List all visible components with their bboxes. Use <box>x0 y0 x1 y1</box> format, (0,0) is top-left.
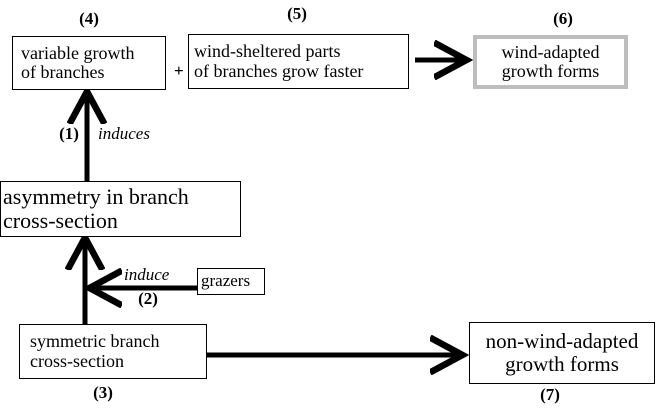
node-text: of branches <box>21 62 105 82</box>
node-text: cross-section <box>3 208 118 233</box>
node-text: cross-section <box>30 350 124 371</box>
node-non-wind-adapted: non-wind-adapted growth forms <box>469 322 655 384</box>
node-text: variable growth <box>21 42 135 63</box>
node-grazers: grazers <box>197 268 265 295</box>
node-number-4: (4) <box>79 9 99 28</box>
node-asymmetry: asymmetry in branch cross-section <box>0 181 241 237</box>
node-text: growth forms <box>501 61 600 81</box>
node-number-6: (6) <box>553 9 573 28</box>
link-number-2: (2) <box>138 289 158 308</box>
node-text: of branches grow faster <box>194 60 364 81</box>
node-number-7: (7) <box>540 385 560 404</box>
node-text: symmetric branch <box>30 331 160 352</box>
plus-sign: + <box>174 61 184 80</box>
node-text: growth forms <box>505 352 619 376</box>
node-wind-adapted: wind-adapted growth forms <box>473 35 628 89</box>
label-induces: induces <box>98 124 150 143</box>
node-number-3: (3) <box>93 383 113 402</box>
node-number-5: (5) <box>287 4 307 23</box>
node-text: wind-adapted <box>501 41 600 62</box>
node-wind-sheltered: wind-sheltered parts of branches grow fa… <box>188 34 409 89</box>
node-variable-growth: variable growth of branches <box>12 36 166 90</box>
node-text: grazers <box>201 271 251 291</box>
label-induce: induce <box>124 265 170 284</box>
node-symmetric: symmetric branch cross-section <box>19 324 207 379</box>
link-number-1: (1) <box>59 124 79 143</box>
node-text: non-wind-adapted <box>485 329 639 354</box>
node-text: wind-sheltered parts <box>194 41 341 62</box>
node-text: asymmetry in branch <box>3 184 189 210</box>
